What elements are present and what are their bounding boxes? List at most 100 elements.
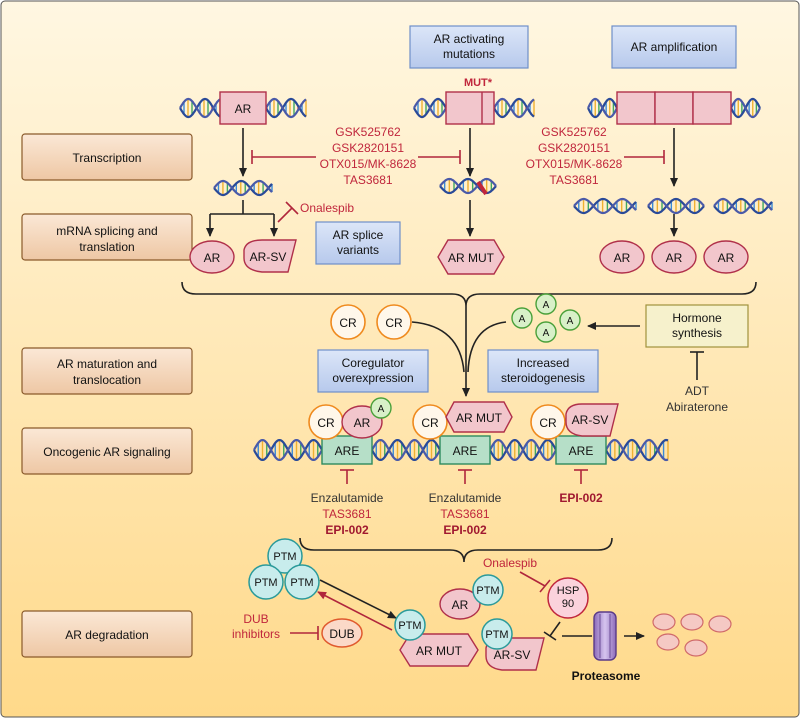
ptm-exchange-arrows: [317, 579, 397, 631]
dna-helix-icon: [493, 97, 535, 119]
dna-helix-icon: [371, 439, 441, 461]
ar-mut-protein-1-label: AR MUT: [448, 251, 495, 265]
enzalutamide-label-2: Enzalutamide: [429, 491, 502, 505]
ar-ptm-degradation: AR PTM: [439, 574, 504, 620]
bet-inhibitor-drug: GSK525762: [335, 125, 401, 139]
stage-ar-degradation: AR degradation: [21, 610, 193, 658]
bet-inhibitor-drug: TAS3681: [549, 173, 598, 187]
androgen-label: A: [543, 300, 550, 311]
mutation-star-label: MUT*: [464, 77, 493, 89]
ar-mut-degradation-label: AR MUT: [416, 644, 463, 658]
dna-helix-icon: [253, 439, 323, 461]
ptm-3-label: PTM: [290, 577, 313, 589]
are-1-androgen-label: A: [378, 404, 385, 415]
ar-amplification-label: AR amplification: [631, 40, 718, 54]
are-2-ar-mut-label: AR MUT: [456, 411, 503, 425]
dna-helix-icon: [413, 97, 447, 119]
bet-inhibitor-drug: GSK2820151: [332, 141, 404, 155]
dna-helix-icon: [605, 438, 669, 462]
tas3681-label-1: TAS3681: [322, 507, 371, 521]
adt-label: ADT: [685, 384, 710, 398]
ar-amplified-genes: [616, 91, 732, 125]
are-drugs-3: EPI-002: [559, 491, 603, 505]
dna-helix-icon: [213, 179, 273, 197]
degradation-brace: [299, 537, 613, 563]
onalespib-label-top: Onalespib: [300, 201, 354, 215]
ptm-cluster: PTM PTM PTM: [248, 538, 320, 600]
ar-gene-label: AR: [235, 102, 252, 116]
are-complex-3: ARE CR AR-SV: [530, 403, 619, 465]
bet-inhibitor-drug: OTX015/MK-8628: [320, 157, 417, 171]
are-3-label: ARE: [569, 444, 594, 458]
bet-inhibitor-drug: GSK2820151: [538, 141, 610, 155]
dna-helix-icon: [265, 97, 307, 119]
cr-2-label: CR: [385, 316, 403, 330]
dub-label: DUB: [329, 627, 354, 641]
ar-amp-protein-3-label: AR: [718, 251, 735, 265]
are-3-ar-sv-label: AR-SV: [572, 413, 609, 427]
androgen-icon: [535, 293, 557, 315]
ptm-ar-sv-label: PTM: [485, 629, 508, 641]
stage-oncogenic-signaling-label: Oncogenic AR signaling: [43, 445, 170, 459]
are-2-label: ARE: [453, 444, 478, 458]
ar-gene: AR: [219, 91, 267, 125]
ptm-1-label: PTM: [273, 551, 296, 563]
androgen-label: A: [567, 316, 574, 327]
stage-transcription-label: Transcription: [73, 151, 142, 165]
coregulator-pair: CR CR: [330, 304, 412, 340]
ar-sv-degradation-label: AR-SV: [494, 648, 531, 662]
dna-layer: [179, 97, 773, 215]
tas3681-label-2: TAS3681: [440, 507, 489, 521]
are-3-cr-label: CR: [539, 416, 557, 430]
are-drugs-1: Enzalutamide TAS3681 EPI-002: [311, 491, 384, 537]
are-dna-strand: [253, 438, 669, 462]
ar-amp-protein-2-label: AR: [666, 251, 683, 265]
proteasome: Proteasome: [562, 611, 645, 683]
are-complex-2: ARE CR AR MUT: [412, 401, 513, 465]
are-inhibition-bars: [340, 469, 588, 484]
bet-inhibitor-drug: GSK525762: [541, 125, 607, 139]
ar-degradation-label: AR: [452, 598, 469, 612]
enzalutamide-label-1: Enzalutamide: [311, 491, 384, 505]
epi002-label-1: EPI-002: [325, 523, 369, 537]
transcription-arrows: [206, 128, 678, 237]
bet-inhibitor-drug: TAS3681: [343, 173, 392, 187]
stage-oncogenic-signaling: Oncogenic AR signaling: [21, 427, 193, 475]
are-1-ar-label: AR: [354, 416, 371, 430]
stage-transcription: Transcription: [21, 133, 193, 181]
dna-helix-icon: [730, 97, 761, 119]
ar-amplified-proteins: AR AR AR: [599, 240, 749, 274]
epi002-label-3: EPI-002: [559, 491, 603, 505]
androgen-label: A: [543, 328, 550, 339]
proteasome-icon: [593, 611, 617, 661]
dna-helix-icon: [489, 439, 557, 461]
androgen-label: A: [519, 314, 526, 325]
ptm-ar-label: PTM: [476, 585, 499, 597]
dna-helix-icon: [573, 197, 637, 215]
are-1-cr-label: CR: [317, 416, 335, 430]
abiraterone-label: Abiraterone: [666, 400, 728, 414]
ar-protein-1: AR: [189, 240, 235, 274]
are-drugs-2: Enzalutamide TAS3681 EPI-002: [429, 491, 502, 537]
androgen-cluster: A A A A: [511, 293, 581, 343]
are-complex-1: ARE CR AR A: [308, 397, 392, 465]
ar-sv-degradation: AR-SV PTM: [481, 618, 545, 671]
androgen-icon: [535, 321, 557, 343]
